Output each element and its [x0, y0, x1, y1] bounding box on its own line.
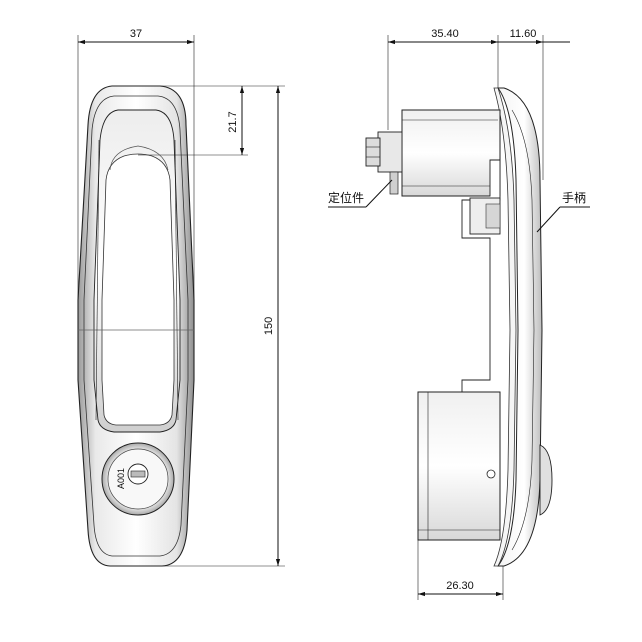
side-body-depth-label: 35.40: [431, 28, 459, 40]
front-height-label: 150: [263, 317, 275, 335]
side-lower-body: [417, 391, 501, 541]
callout-handle-label: 手柄: [562, 191, 586, 205]
side-handle-depth-label: 11.60: [510, 28, 537, 40]
side-pin-hole: [486, 469, 496, 479]
side-housing-outline: [418, 159, 501, 393]
side-handle: [496, 87, 543, 567]
front-inner-rim: [83, 95, 189, 557]
dimension-side-base-width: 26.30: [417, 540, 504, 600]
dimension-side-handle-depth: 11.60: [498, 28, 570, 180]
side-base-plate: [493, 87, 517, 567]
key-cylinder: A001: [101, 442, 175, 516]
callout-handle: 手柄: [536, 191, 590, 233]
side-lock-button: [539, 444, 553, 516]
dimension-front-height: 150: [160, 85, 285, 567]
front-recess-shadow: [109, 145, 169, 171]
dimension-handle-offset: 21.7: [138, 86, 248, 156]
key-cylinder-text: A001: [116, 468, 126, 489]
callout-locator-label: 定位件: [328, 190, 364, 205]
dimension-side-body-depth: 35.40: [387, 28, 499, 130]
handle-offset-label: 21.7: [227, 111, 239, 132]
side-locator-nut: [365, 131, 403, 195]
side-cylinder-body: [401, 109, 501, 197]
front-view: A001 37 150 21.7: [77, 28, 285, 567]
callout-locator: 定位件: [328, 179, 393, 208]
front-handle-recess: [101, 153, 175, 426]
dimension-front-width: 37: [77, 28, 195, 300]
front-width-label: 37: [130, 28, 142, 40]
side-base-width-label: 26.30: [446, 580, 474, 592]
side-view: 35.40 11.60 26.30 定位件 手柄: [328, 28, 590, 600]
